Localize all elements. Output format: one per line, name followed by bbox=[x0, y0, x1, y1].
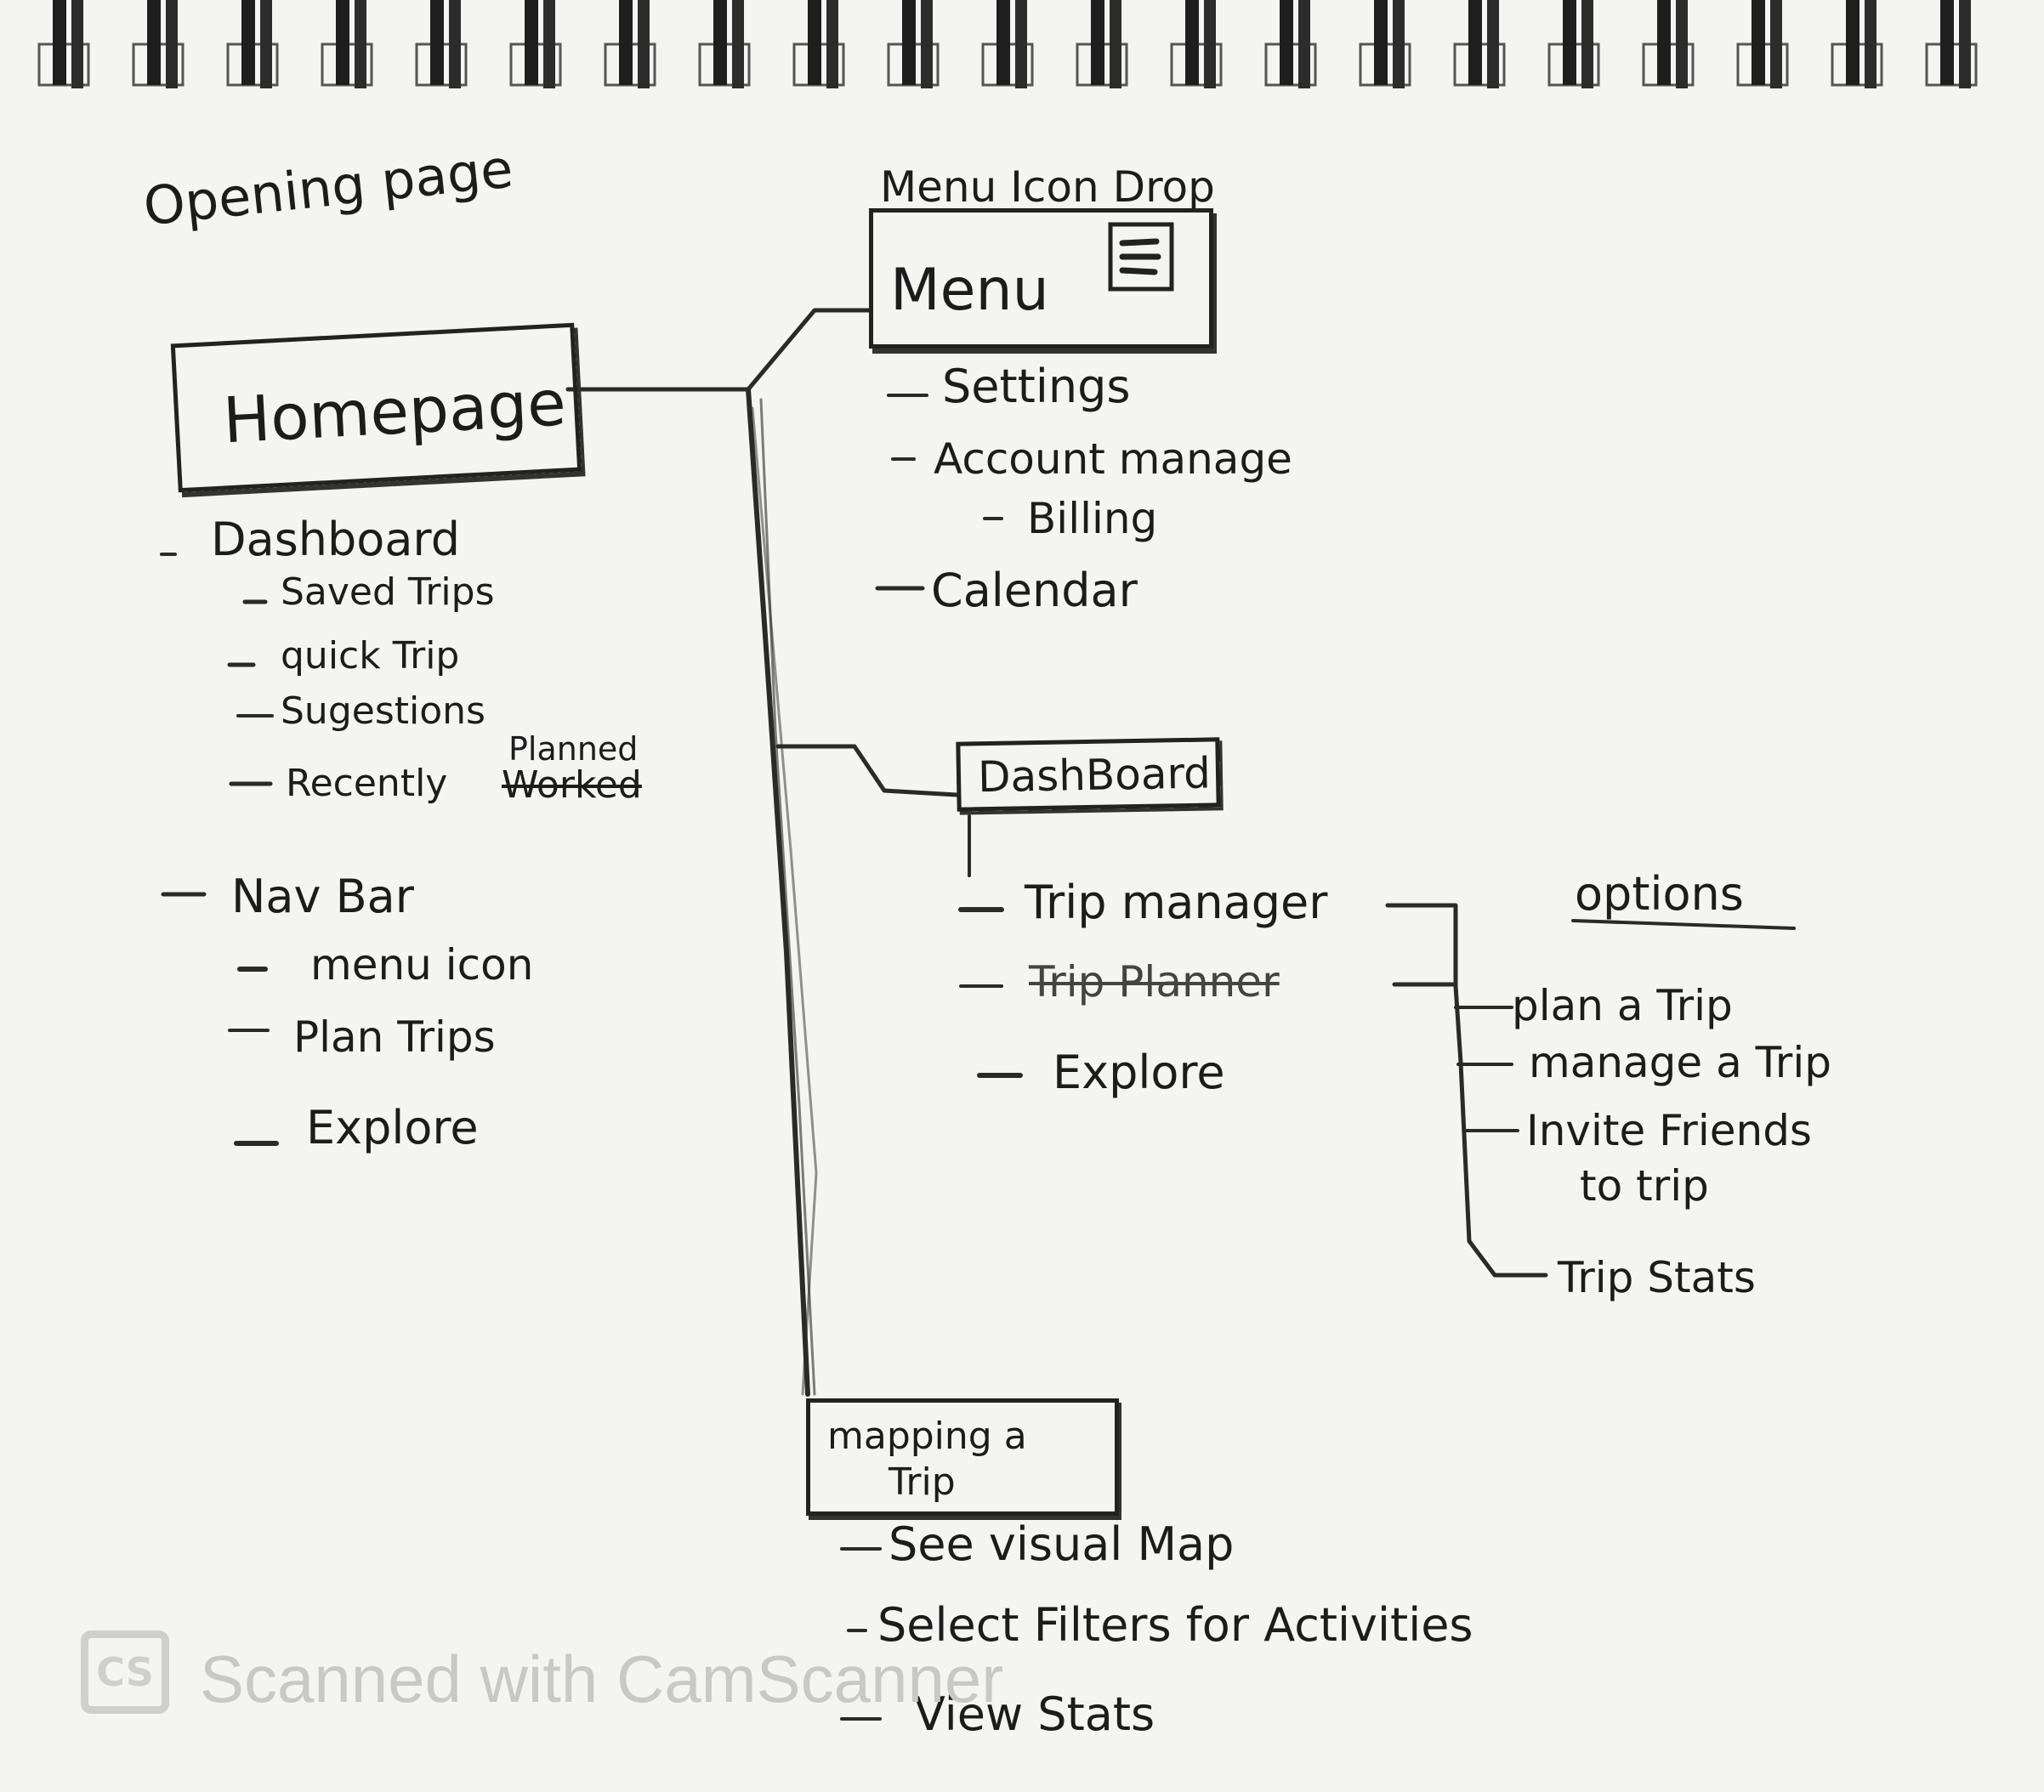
spiral-ring bbox=[1453, 0, 1506, 88]
item-struck-word: Worked bbox=[502, 763, 642, 807]
dashboard-item-explore: Explore bbox=[1053, 1046, 1225, 1099]
homepage-box: Homepage bbox=[170, 322, 582, 493]
spiral-ring bbox=[981, 0, 1034, 88]
item-recently: Recently bbox=[286, 762, 448, 805]
item-nav-bar: Nav Bar bbox=[231, 870, 414, 923]
option-trip-stats: Trip Stats bbox=[1558, 1253, 1756, 1302]
menu-box: Menu bbox=[869, 208, 1213, 349]
spiral-ring bbox=[509, 0, 562, 88]
camscanner-text: Scanned with CamScanner bbox=[200, 1642, 1004, 1716]
item-saved-trips: Saved Trips bbox=[281, 570, 495, 614]
item-explore: Explore bbox=[306, 1101, 479, 1154]
mapping-item-visual-map: See visual Map bbox=[889, 1517, 1235, 1571]
item-quick-trip: quick Trip bbox=[281, 634, 460, 678]
spiral-ring bbox=[1547, 0, 1600, 88]
option-to-trip: to trip bbox=[1580, 1161, 1709, 1211]
hamburger-menu-icon bbox=[1108, 222, 1174, 292]
dashboard-item-trip-planner: Trip Planner bbox=[1029, 957, 1280, 1007]
dashboard-title: DashBoard bbox=[977, 748, 1212, 802]
spiral-ring bbox=[415, 0, 468, 88]
spiral-ring bbox=[1831, 0, 1883, 88]
mapping-title-line2: Trip bbox=[889, 1460, 956, 1504]
dashboard-item-trip-manager: Trip manager bbox=[1025, 876, 1328, 929]
option-manage-a-trip: manage a Trip bbox=[1529, 1038, 1831, 1087]
spiral-ring bbox=[226, 0, 279, 88]
spiral-ring bbox=[792, 0, 845, 88]
spiral-ring bbox=[604, 0, 656, 88]
menu-title: Menu bbox=[890, 257, 1049, 324]
menu-item-account-manage: Account manage bbox=[934, 434, 1292, 484]
camscanner-logo-icon: CS bbox=[81, 1630, 169, 1714]
spiral-binding bbox=[37, 0, 1978, 88]
menu-item-billing: Billing bbox=[1027, 494, 1158, 543]
mapping-item-view-stats: View Stats bbox=[914, 1687, 1155, 1741]
item-planned: Planned bbox=[508, 730, 639, 768]
option-plan-a-trip: plan a Trip bbox=[1512, 981, 1733, 1030]
mapping-title-line1: mapping a bbox=[827, 1415, 1027, 1458]
mapping-item-select-filters: Select Filters for Activities bbox=[877, 1598, 1473, 1652]
spiral-ring bbox=[1642, 0, 1695, 88]
spiral-ring bbox=[1076, 0, 1128, 88]
spiral-ring bbox=[1359, 0, 1411, 88]
spiral-ring bbox=[132, 0, 185, 88]
spiral-ring bbox=[887, 0, 940, 88]
spiral-ring bbox=[37, 0, 90, 88]
spiral-ring bbox=[698, 0, 751, 88]
camscanner-watermark: CS Scanned with CamScanner bbox=[81, 1625, 1101, 1719]
item-menu-icon: menu icon bbox=[310, 940, 534, 990]
dashboard-box: DashBoard bbox=[956, 737, 1221, 812]
menu-item-settings: Settings bbox=[942, 360, 1131, 413]
spiral-ring bbox=[1170, 0, 1223, 88]
menu-caption: Menu Icon Drop bbox=[880, 162, 1215, 212]
spiral-ring bbox=[1925, 0, 1978, 88]
spiral-ring bbox=[1264, 0, 1317, 88]
spiral-ring bbox=[1736, 0, 1789, 88]
option-invite-friends: Invite Friends bbox=[1526, 1106, 1812, 1155]
item-dashboard: Dashboard bbox=[211, 513, 460, 566]
spiral-ring bbox=[321, 0, 373, 88]
options-title: options bbox=[1575, 867, 1744, 921]
menu-item-calendar: Calendar bbox=[931, 564, 1138, 617]
item-plan-trips: Plan Trips bbox=[293, 1012, 496, 1062]
item-sugestions: Sugestions bbox=[281, 689, 485, 733]
mapping-box: mapping a Trip bbox=[806, 1398, 1119, 1516]
homepage-title: Homepage bbox=[221, 366, 568, 458]
